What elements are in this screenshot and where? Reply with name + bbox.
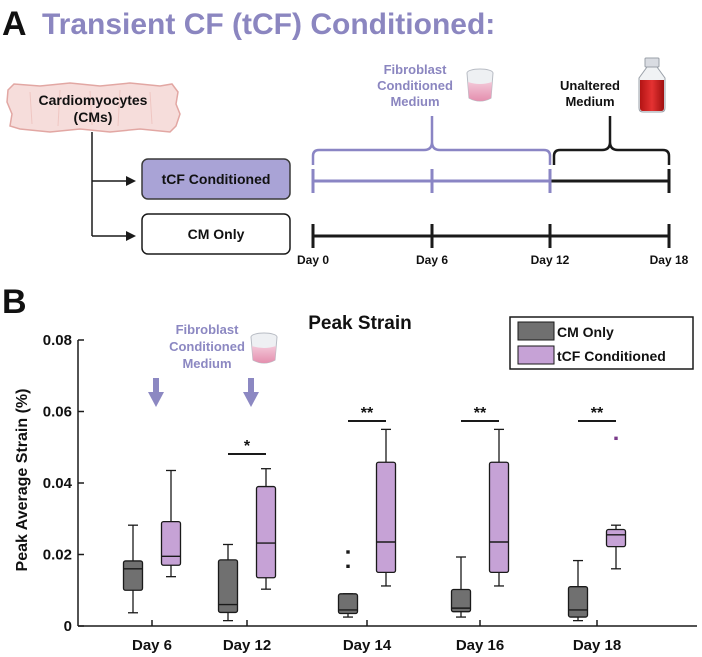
annotation-medium-line1: Fibroblast	[176, 322, 240, 337]
legend-label-cm-only: CM Only	[557, 324, 614, 340]
y-tick-label: 0	[64, 618, 72, 635]
fibroblast-medium-line2: Conditioned	[377, 78, 453, 93]
significance-label: **	[591, 405, 604, 422]
x-tick-label: Day 16	[456, 637, 504, 654]
timeline-day-18: Day 18	[650, 253, 689, 267]
tcf-conditioned-label: tCF Conditioned	[162, 171, 271, 187]
box-iqr	[567, 586, 589, 618]
box-cm-only-1	[217, 543, 239, 622]
outlier-point	[346, 564, 350, 568]
medium-arrow-head	[148, 392, 164, 407]
box-tcf-2	[375, 428, 397, 587]
media-bottle-icon	[638, 57, 666, 113]
box-cm-only-3	[450, 556, 472, 618]
chart-legend: CM Only tCF Conditioned	[509, 316, 694, 370]
significance-label: *	[244, 438, 251, 455]
y-axis-label: Peak Average Strain (%)	[14, 389, 31, 572]
legend-label-tcf: tCF Conditioned	[557, 348, 666, 364]
cardiomyocytes-box: Cardiomyocytes (CMs)	[6, 82, 181, 133]
box-iqr	[217, 559, 239, 614]
annotation-medium-line2: Conditioned	[169, 339, 245, 354]
medium-arrow-head	[243, 392, 259, 407]
y-tick-label: 0.08	[43, 332, 72, 349]
x-tick-label: Day 14	[343, 637, 392, 654]
group-connector	[91, 132, 128, 237]
panel-a-title: Transient CF (tCF) Conditioned:	[42, 8, 495, 41]
panel-b-letter: B	[2, 283, 27, 321]
cm-only-label: CM Only	[188, 226, 245, 242]
box-tcf-3	[488, 428, 510, 587]
cardiomyocytes-label: Cardiomyocytes	[39, 92, 148, 108]
x-tick-label: Day 18	[573, 637, 621, 654]
tcf-conditioned-box	[141, 158, 291, 200]
panel-a-letter: A	[2, 5, 27, 43]
culture-dish-icon-b	[250, 332, 278, 364]
box-tcf-0	[160, 469, 182, 578]
box-cm-only-4	[567, 559, 589, 622]
timeline-day-0: Day 0	[297, 253, 329, 267]
chart-title: Peak Strain	[308, 313, 412, 334]
medium-arrow	[243, 378, 259, 407]
fibroblast-medium-line1: Fibroblast	[384, 62, 448, 77]
box-iqr	[450, 588, 472, 613]
box-iqr	[160, 520, 182, 566]
box-iqr	[605, 528, 627, 548]
outlier-point	[346, 550, 350, 554]
box-tcf-4	[605, 436, 627, 570]
legend-swatch-cm-only	[517, 321, 555, 341]
cms-label: (CMs)	[74, 109, 113, 125]
fibroblast-brace	[311, 116, 552, 165]
arrowhead-cm	[126, 231, 136, 241]
y-tick-label: 0.04	[43, 475, 73, 492]
medium-arrow	[148, 378, 164, 407]
legend-swatch-tcf	[517, 345, 555, 365]
outlier-point	[614, 436, 618, 441]
y-tick-label: 0.06	[43, 404, 72, 421]
medium-arrow-shaft	[248, 378, 254, 394]
culture-dish-icon	[466, 68, 494, 102]
box-tcf-1	[255, 468, 277, 590]
box-iqr	[337, 593, 359, 615]
unaltered-medium-line1: Unaltered	[560, 78, 620, 93]
y-tick-label: 0.02	[43, 547, 72, 564]
chart-marks: *******	[122, 378, 627, 622]
arrowhead-tcf	[126, 176, 136, 186]
significance-label: **	[474, 405, 487, 422]
x-tick-label: Day 12	[223, 637, 271, 654]
medium-arrow-shaft	[153, 378, 159, 394]
box-iqr	[375, 461, 397, 574]
timeline-day-6: Day 6	[416, 253, 448, 267]
cm-timeline	[311, 224, 671, 248]
x-tick-label: Day 6	[132, 637, 172, 654]
box-iqr	[488, 461, 510, 574]
cm-only-box	[141, 213, 291, 255]
significance-label: **	[361, 405, 374, 422]
box-cm-only-2	[337, 550, 359, 618]
timeline-day-12: Day 12	[531, 253, 570, 267]
unaltered-medium-line2: Medium	[565, 94, 614, 109]
box-iqr	[255, 485, 277, 579]
annotation-medium-line3: Medium	[182, 356, 231, 371]
unaltered-brace	[552, 116, 671, 165]
fibroblast-medium-line3: Medium	[390, 94, 439, 109]
box-iqr	[122, 560, 144, 591]
tcf-timeline	[311, 169, 671, 193]
box-cm-only-0	[122, 524, 144, 614]
